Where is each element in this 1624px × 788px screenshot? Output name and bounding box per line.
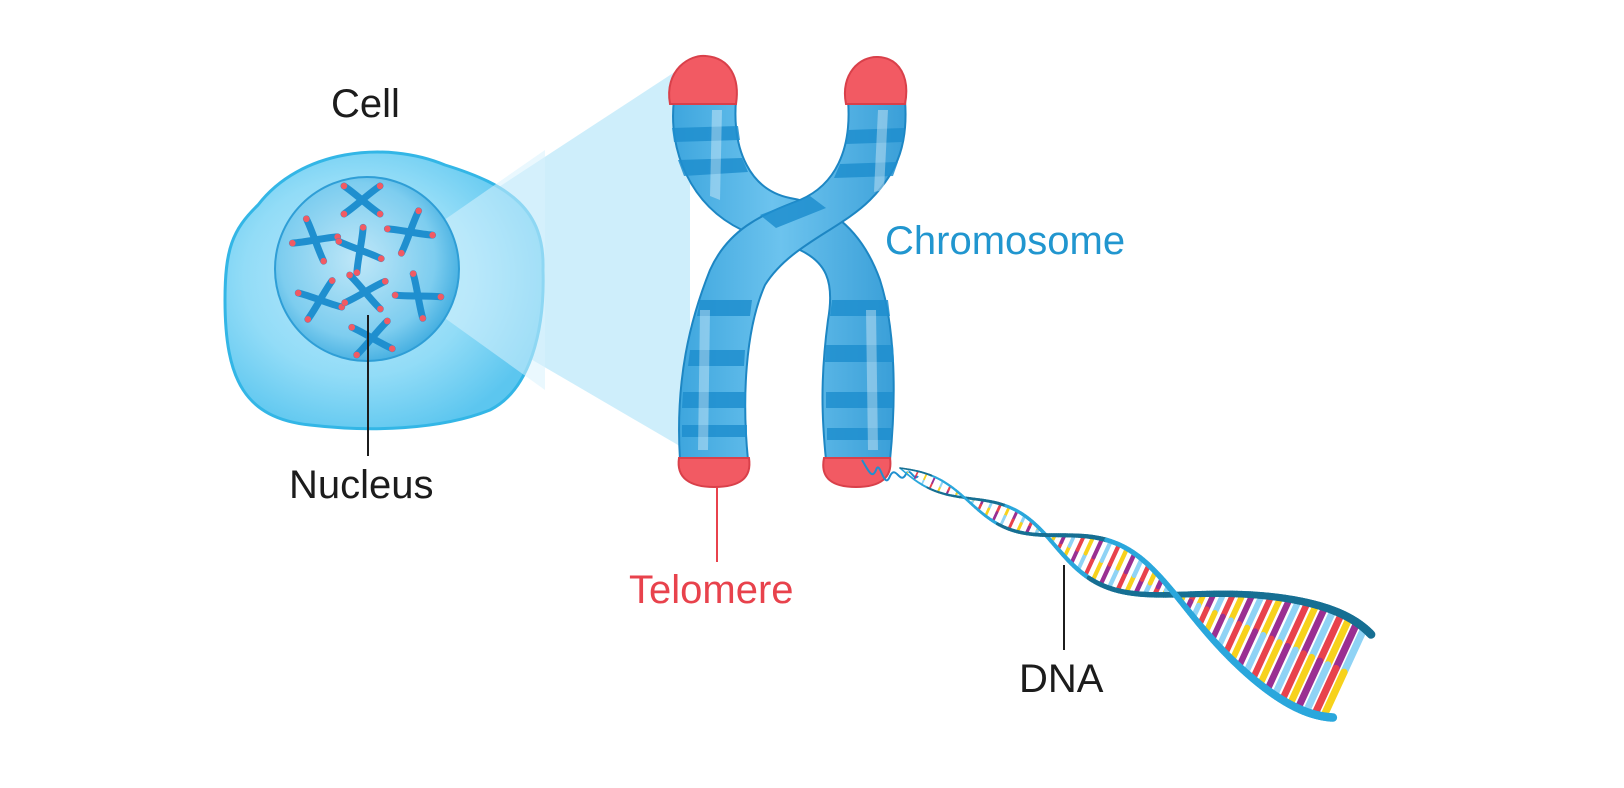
base-pair-half [1264, 642, 1291, 694]
base-pair-half [1131, 556, 1145, 579]
base-pair-half [1011, 509, 1019, 522]
base-pair-half [1216, 617, 1234, 650]
dna-label: DNA [1019, 657, 1104, 701]
base-pair-half [1256, 639, 1283, 688]
base-pair-half [1235, 628, 1259, 670]
base-pair-half [1075, 534, 1086, 552]
base-pair-half [1340, 624, 1368, 676]
base-pair-half [995, 502, 1003, 514]
base-pair-half [1083, 535, 1096, 556]
nucleus-label: Nucleus [289, 463, 434, 507]
base-pair-half [1219, 591, 1237, 620]
base-pair-half [1252, 593, 1275, 635]
telomeres [668, 54, 908, 489]
base-pair-half [1286, 653, 1316, 708]
mini-chromosome [383, 207, 437, 257]
telomere-top-left [668, 54, 738, 105]
base-pair-half [1124, 573, 1137, 595]
base-pair-half [1319, 668, 1348, 721]
base-pair-half [1107, 542, 1122, 567]
dna-helix [861, 459, 1376, 722]
base-pair-half [1003, 505, 1011, 518]
base-pair-half [1300, 604, 1329, 658]
base-pair-half [1090, 558, 1104, 583]
chromosome-highlights [698, 110, 888, 450]
base-pair-half [920, 478, 926, 486]
base-pair-half [1249, 635, 1275, 682]
chromosome [668, 54, 908, 489]
base-pair-half [1227, 591, 1246, 624]
base-pair-half [1209, 613, 1226, 643]
base-pair-half [1106, 566, 1121, 591]
mini-chromosome [391, 270, 445, 322]
base-pair-half [923, 472, 928, 481]
base-pair-half [1278, 650, 1307, 704]
base-pair-half [1007, 518, 1015, 531]
base-pair-half [1271, 646, 1299, 699]
base-pair-half [1098, 562, 1113, 587]
base-pair-half [1123, 551, 1137, 575]
base-pair-half [991, 511, 999, 523]
base-pair-half [1115, 569, 1129, 593]
base-pair-half [1268, 595, 1293, 643]
base-pair-half [1236, 591, 1256, 627]
nucleus-chromosomes [288, 182, 445, 359]
dna-strand-a [1365, 628, 1376, 639]
base-pair-half [1316, 610, 1345, 665]
chromosome-bands [672, 126, 904, 440]
mini-chromosome [348, 317, 396, 359]
base-pair-half [1302, 661, 1332, 716]
telomere-bottom-right [822, 457, 892, 489]
base-pair-half [1332, 618, 1361, 673]
base-pair-half [1294, 657, 1324, 712]
base-pair-half [1222, 621, 1242, 657]
base-pair-half [1099, 539, 1113, 563]
base-pair-half [1115, 546, 1130, 571]
base-pair-half [1276, 597, 1302, 646]
base-pair-half [931, 476, 936, 484]
mini-chromosome [340, 182, 384, 218]
base-pair-half [999, 514, 1007, 527]
base-pair-half [1284, 599, 1311, 650]
base-pair-half [1229, 624, 1251, 663]
mini-chromosome [335, 223, 385, 277]
cell [223, 150, 545, 431]
mini-chromosome [341, 271, 389, 313]
chromosome-label: Chromosome [885, 219, 1126, 263]
cell-label: Cell [331, 82, 400, 126]
base-pair-half [1076, 551, 1088, 572]
base-pair-half [1091, 536, 1105, 560]
base-pair-half [928, 481, 934, 490]
base-pair-half [1308, 606, 1337, 661]
telomere-bottom-left [677, 457, 751, 489]
base-pair-half [1311, 664, 1340, 719]
base-pair-half [1260, 594, 1284, 639]
base-pair-half [1242, 631, 1267, 676]
telomere-top-right [843, 55, 908, 105]
mini-chromosome [294, 277, 346, 323]
base-pair-half [1292, 601, 1320, 654]
base-pair-half [1083, 555, 1096, 578]
mini-chromosome [288, 215, 342, 265]
base-pair-half [1244, 592, 1265, 631]
base-pair-half [1069, 547, 1080, 566]
dna-tail [861, 459, 919, 482]
base-pair-half [1324, 614, 1353, 669]
telomere-label: Telomere [629, 568, 794, 612]
